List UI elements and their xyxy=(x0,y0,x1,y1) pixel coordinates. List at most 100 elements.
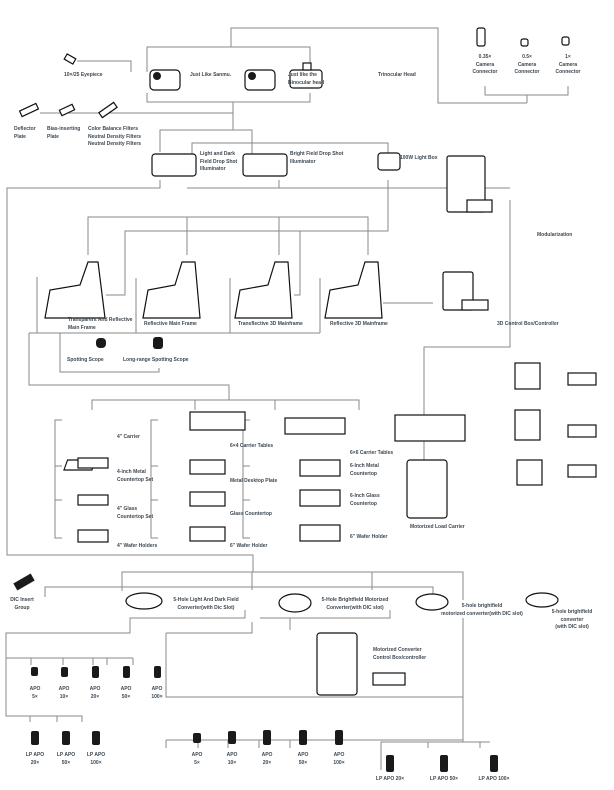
text: DIC Insert xyxy=(10,597,34,603)
text: 10× xyxy=(227,759,237,766)
text: Neutral Density Filters xyxy=(88,141,142,147)
text: APO xyxy=(261,752,273,758)
text: APO xyxy=(120,686,132,692)
text: LP APO xyxy=(86,752,106,758)
text: motorized converter(with DIC slot) xyxy=(441,610,523,617)
text: Main Frame xyxy=(68,324,96,331)
carrier-label: 6×4 Carrier Tables xyxy=(230,443,274,449)
long-range-scope-label: Long-range Spotting Scope xyxy=(123,357,189,363)
carrier-label: Metal Desktop Plate xyxy=(230,478,278,484)
side-controller-icons xyxy=(514,362,597,486)
text: APO xyxy=(191,752,203,758)
text: 1× xyxy=(565,54,571,60)
text: Neutral Density Filters xyxy=(88,133,142,140)
text: APO xyxy=(151,686,163,692)
text: 20× xyxy=(262,759,272,766)
binocular-head-icon xyxy=(149,69,181,91)
eyepiece-icon xyxy=(63,53,77,65)
text: 4-inch Metal xyxy=(117,469,146,475)
text: Connector xyxy=(514,69,540,75)
carrier-label: 6" Wafer Holder xyxy=(230,543,268,549)
text: 0.35× xyxy=(478,54,492,60)
text: Camera xyxy=(558,61,578,68)
lightbox-label: 100W Light Box xyxy=(400,155,438,161)
carrier-label: 6" Wafer Holder xyxy=(350,534,388,540)
carrier-label: Glass Countertop xyxy=(230,511,272,517)
text: 6-Inch Metal xyxy=(350,463,379,469)
text: 6-Inch Glass xyxy=(350,493,380,499)
text: Countertop Set xyxy=(117,476,154,483)
text: Control Box/controller xyxy=(373,654,427,661)
frame3-label: Transflective 3D Mainframe xyxy=(238,321,303,327)
text: Binocular head xyxy=(288,79,325,86)
objective-label: LP APO 100× xyxy=(478,776,510,782)
text: APO xyxy=(58,686,70,692)
objective-label: LP APO 20× xyxy=(375,776,405,782)
text: 100× xyxy=(333,759,345,766)
text: APO xyxy=(333,752,345,758)
text: 20× xyxy=(90,693,100,700)
spotting-scope-icons xyxy=(96,337,163,349)
text: Connector xyxy=(555,69,581,75)
text: Field Drop Shot xyxy=(200,158,238,165)
motorized-carrier-label: Motorized Load Carrier xyxy=(410,524,465,530)
illuminator-icons xyxy=(151,152,401,177)
text: Camera xyxy=(517,61,537,68)
carrier-label: 6×6 Carrier Tables xyxy=(350,450,394,456)
text: 5× xyxy=(32,693,38,700)
text: Camera xyxy=(475,61,495,68)
objective-icons xyxy=(31,666,498,772)
text: Color Balance Filters xyxy=(88,126,139,132)
text: 4" Glass xyxy=(117,506,138,512)
head1-label: Just Like Sanmu. xyxy=(190,72,232,78)
carrier-icons xyxy=(63,411,466,543)
text: 5-Hole Brightfield Motorized xyxy=(321,597,389,603)
modularization-label: Modularization xyxy=(537,232,573,238)
text: APO xyxy=(89,686,101,692)
binocular-head-2-icon xyxy=(244,69,276,91)
text: Light and Dark xyxy=(200,151,236,157)
text: Motorized Converter xyxy=(373,647,422,653)
eyepiece-label: 10×/25 Eyepiece xyxy=(64,72,103,78)
converter-icons xyxy=(13,573,559,696)
text: converter xyxy=(560,616,584,623)
text: 0.5× xyxy=(522,54,532,60)
text: 5-Hole Light And Dark Field xyxy=(173,597,239,603)
text: 5-hole brightfield xyxy=(551,609,593,615)
text: Bright Field Drop Shot xyxy=(290,151,344,157)
text: 100× xyxy=(90,759,102,766)
text: 20× xyxy=(30,759,40,766)
frame2-label: Reflective Main Frame xyxy=(144,321,197,327)
text: Countertop xyxy=(350,470,377,477)
text: Just like the xyxy=(288,72,317,78)
text: 5-hole brightfield xyxy=(461,603,503,609)
spotting-scope-label: Spotting Scope xyxy=(67,357,104,363)
text: Countertop xyxy=(350,500,377,507)
text: 5× xyxy=(194,759,200,766)
carrier-label: 4" Wafer Holders xyxy=(117,543,158,549)
filter-slider-icons xyxy=(18,101,118,119)
